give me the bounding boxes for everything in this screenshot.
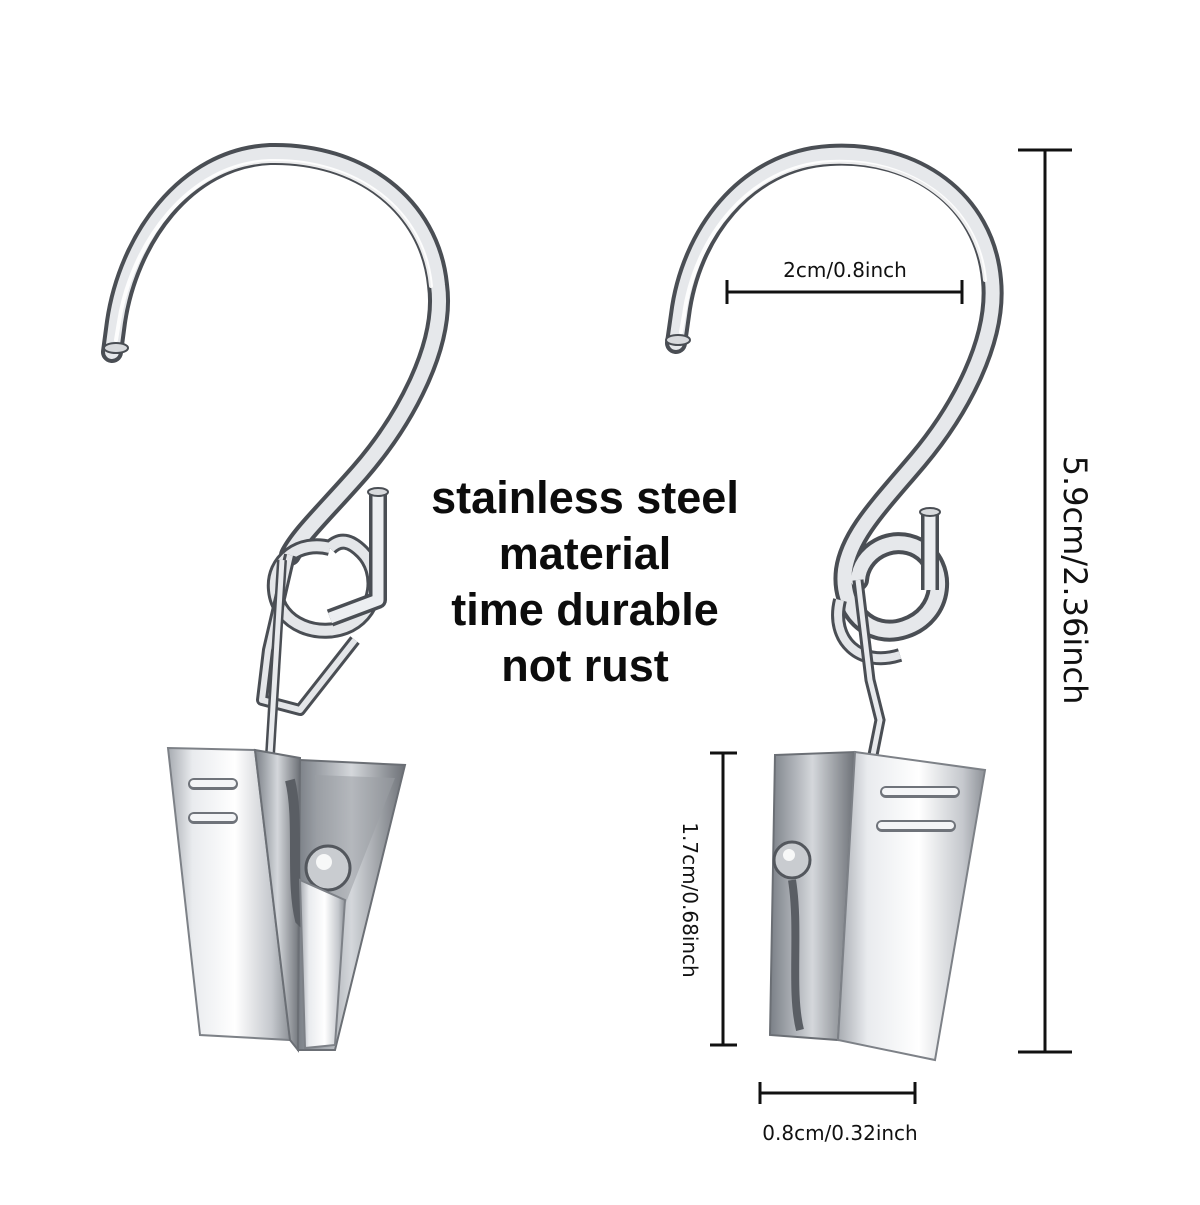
dimension-markers (710, 148, 1072, 1104)
feature-description: stainless steel material time durable no… (400, 470, 770, 694)
feature-line-material-type: stainless steel (431, 472, 739, 523)
right-clip-hook (665, 143, 1004, 1062)
left-clip-hook (101, 142, 450, 1053)
clip-width-dimension-label: 0.8cm/0.32inch (762, 1121, 918, 1145)
hook-opening-dimension-label: 2cm/0.8inch (783, 258, 907, 282)
feature-line-durable: time durable (451, 584, 719, 635)
feature-line-rust: not rust (501, 640, 669, 691)
total-height-dimension-label: 5.9cm/2.36inch (1056, 455, 1094, 705)
clip-height-dimension-label: 1.7cm/0.68inch (678, 822, 702, 978)
feature-line-material: material (498, 528, 672, 579)
